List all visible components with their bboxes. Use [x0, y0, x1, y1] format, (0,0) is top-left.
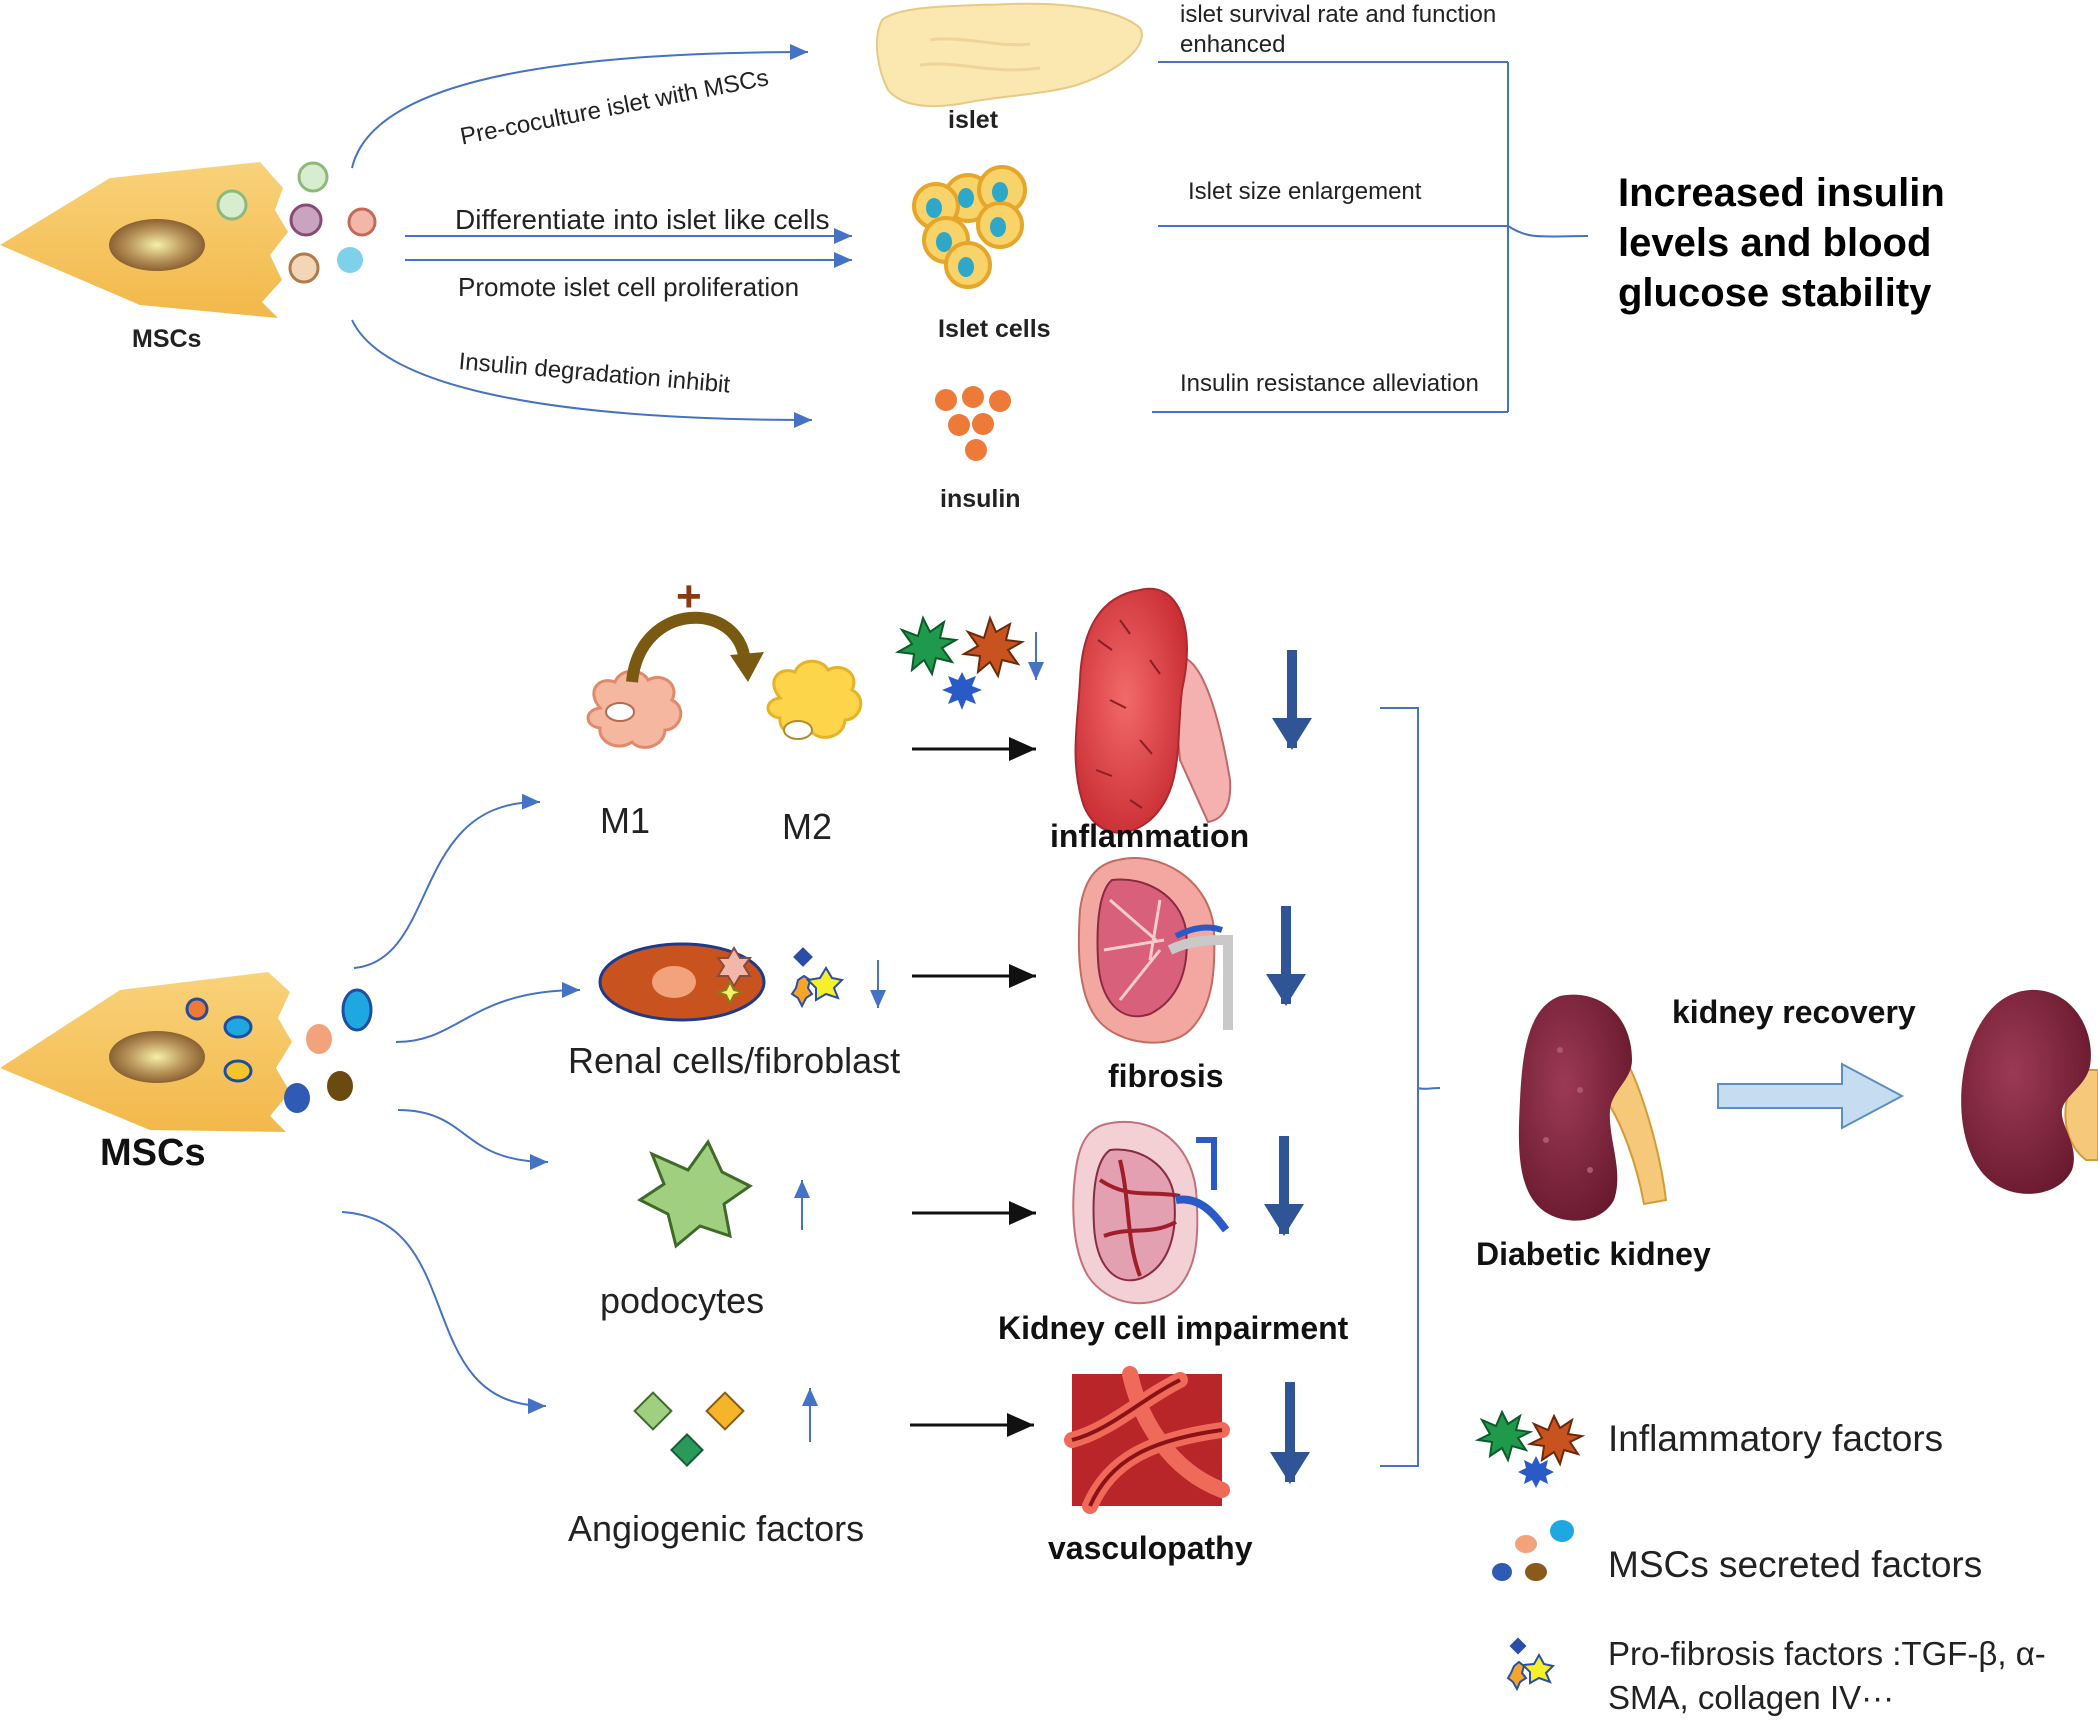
diabetic-kidney-icon — [1518, 994, 1668, 1221]
effect-size: Islet size enlargement — [1188, 178, 1422, 205]
inflammation-label: inflammation — [1050, 818, 1250, 854]
m1-label: M1 — [600, 800, 651, 841]
nucleus-icon — [109, 1031, 205, 1083]
angiogenic-label: Angiogenic factors — [568, 1508, 865, 1549]
recovery-arrow — [1717, 1062, 1905, 1130]
healthy-kidney-icon — [1961, 989, 2098, 1194]
legend-profibrosis-text: Pro-fibrosis factors :TGF-β, α-SMA, coll… — [1608, 1635, 2046, 1716]
effect-resistance: Insulin resistance alleviation — [1180, 370, 1479, 397]
renal-cell-icon — [598, 942, 766, 1022]
islet-label: islet — [948, 106, 999, 134]
islet-cells-icon — [912, 165, 1027, 289]
legend-secreted-text: MSCs secreted factors — [1608, 1544, 1983, 1585]
podocytes-label: podocytes — [600, 1280, 765, 1321]
bottom-mscs-label: MSCs — [100, 1132, 206, 1174]
m1-macrophage-icon — [586, 669, 683, 749]
decrease-arrows-thick — [1264, 650, 1312, 1484]
insulin-icon — [935, 386, 1011, 461]
bottom-flow-arrows — [341, 793, 581, 1414]
pathway-arrows — [910, 737, 1036, 1437]
vasculopathy-icon — [1064, 1366, 1230, 1514]
diabetic-kidney-label: Diabetic kidney — [1476, 1236, 1711, 1272]
outcome-bracket — [1380, 707, 1441, 1467]
insulin-label: insulin — [940, 485, 1021, 513]
renal-cells-label: Renal cells/fibroblast — [568, 1040, 901, 1081]
top-msc-cell — [0, 162, 288, 318]
arrow-label-promote: Promote islet cell proliferation — [458, 272, 800, 302]
top-flow-arrows — [351, 44, 852, 428]
arrow-label-differentiate: Differentiate into islet like cells — [455, 204, 830, 235]
plus-sign: + — [676, 572, 702, 621]
m2-macrophage-icon — [766, 659, 863, 740]
nucleus-icon — [109, 219, 205, 271]
top-outcome: Increased insulin levels and blood gluco… — [1618, 171, 1945, 315]
islet-cells-label: Islet cells — [938, 315, 1051, 343]
effect-lines — [1152, 61, 1589, 413]
inflammatory-factors-icon — [894, 615, 1026, 710]
legend-secreted-icon — [1492, 1520, 1574, 1581]
podocyte-icon — [637, 1139, 753, 1249]
legend-inflammatory-text: Inflammatory factors — [1608, 1418, 1944, 1459]
effect-survival: islet survival rate and function enhance… — [1180, 1, 1497, 58]
islet-pancreas-icon — [875, 2, 1143, 108]
vasculopathy-label: vasculopathy — [1048, 1530, 1253, 1566]
inflamed-kidney-icon — [1074, 587, 1232, 834]
kidney-recovery-label: kidney recovery — [1672, 994, 1916, 1030]
fibrosis-label: fibrosis — [1108, 1058, 1224, 1094]
fibrotic-kidney-icon — [1077, 857, 1233, 1044]
bottom-secreted-factors — [284, 988, 373, 1113]
legend-profibrosis-icon — [1506, 1637, 1555, 1692]
impaired-kidney-icon — [1072, 1120, 1230, 1305]
profibrosis-factors-icon — [790, 947, 845, 1009]
m2-label: M2 — [782, 806, 833, 847]
top-secreted-vesicles — [216, 161, 377, 284]
m1-to-m2-curved-arrow — [626, 611, 764, 683]
impairment-label: Kidney cell impairment — [998, 1310, 1349, 1346]
bottom-msc-cell — [0, 972, 292, 1132]
angiogenic-factors-icon — [633, 1391, 745, 1467]
top-mscs-label: MSCs — [132, 325, 202, 353]
legend-inflammatory-icon — [1474, 1409, 1586, 1488]
